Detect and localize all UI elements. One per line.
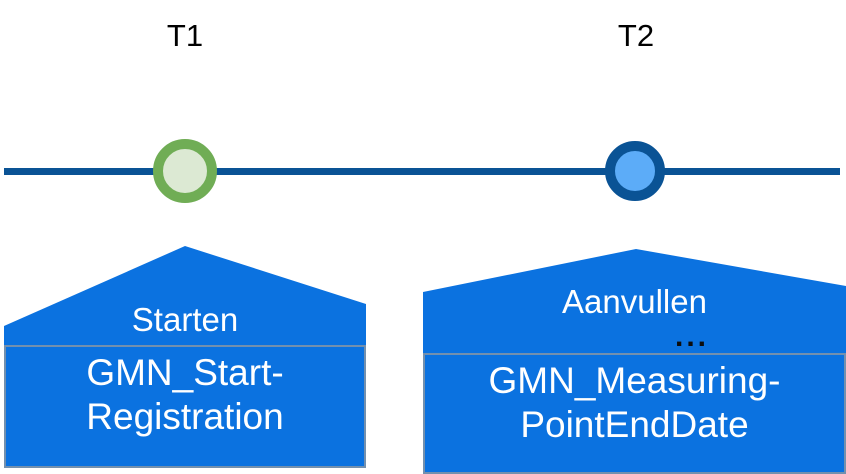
banner-pentagon-aanvullen [423,244,846,356]
event-box-line1-aanvullen: GMN_Measuring- [488,360,781,401]
timepoint-label-t2: T2 [617,18,655,53]
timepoint-label-t1: T1 [166,18,204,53]
event-group-starten: Starten GMN_Start- Registration [4,244,366,474]
event-box-line1-starten: GMN_Start- [86,352,284,393]
ellipsis-icon: ... [675,320,710,353]
timepoint-marker-t1[interactable] [153,139,217,203]
event-box-gmn-start-registration[interactable]: GMN_Start- Registration [4,345,366,468]
event-box-gmn-measuringpoint-enddate[interactable]: GMN_Measuring- PointEndDate [423,353,846,474]
event-group-aanvullen: Aanvullen ... GMN_Measuring- PointEndDat… [423,244,846,474]
event-box-line2-starten: Registration [86,396,284,437]
banner-label-starten: Starten [131,301,239,338]
banner-pentagon-starten [4,244,366,349]
banner-label-aanvullen: Aanvullen [562,283,707,320]
event-box-line2-aanvullen: PointEndDate [520,404,749,445]
timepoint-marker-t2[interactable] [605,141,665,201]
timeline-axis [4,168,840,175]
